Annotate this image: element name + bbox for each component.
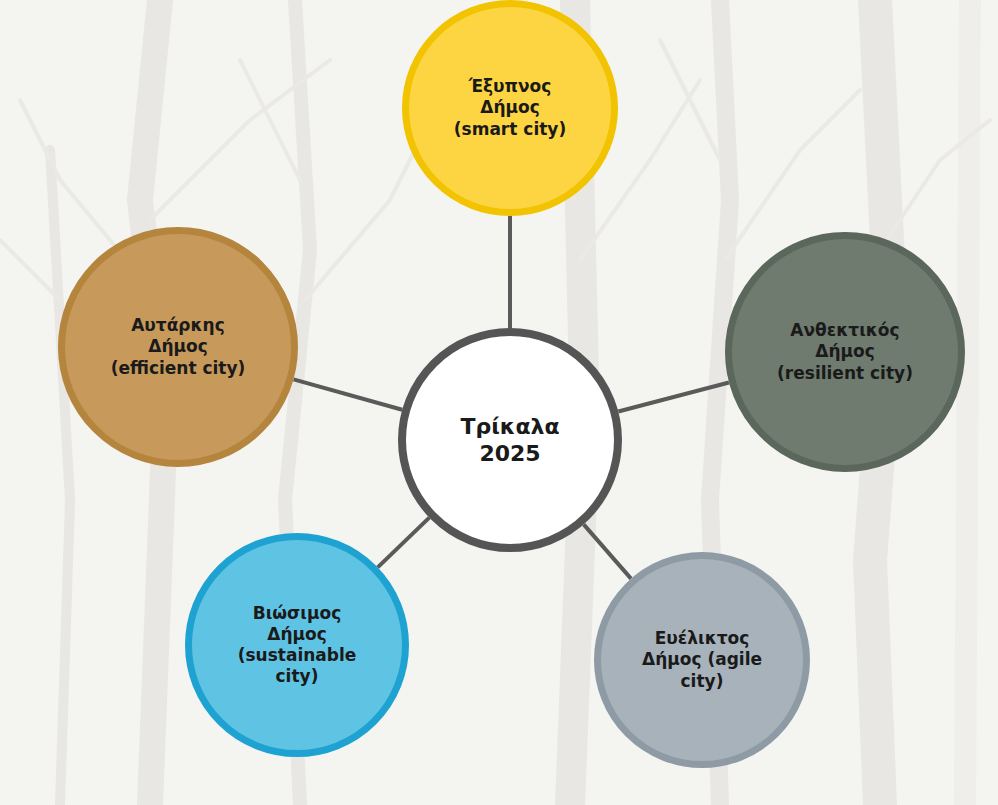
circle-shape [189,537,406,754]
spoke-line [584,524,631,578]
pillar-circle: Έξυπνος Δήμος (smart city) [402,0,618,216]
pillar-label: Έξυπνος Δήμος (smart city) [448,76,573,140]
circle-outline [398,328,622,552]
spoke-line [294,379,403,409]
text-holder: Ευέλικτος Δήμος (agile city) [594,552,810,768]
circle-shape [402,332,618,548]
hub-circle: Τρίκαλα 2025 [398,328,622,552]
circle-shape [729,236,962,469]
text-holder: Ανθεκτικός Δήμος (resilient city) [725,232,965,472]
pillar-label: Βιώσιμος Δήμος (sustainable city) [235,603,360,688]
pillar-label: Ανθεκτικός Δήμος (resilient city) [770,320,920,384]
spoke-line [508,216,512,328]
pillar-circle: Βιώσιμος Δήμος (sustainable city) [185,533,409,757]
spoke-line [378,518,430,568]
text-holder: Βιώσιμος Δήμος (sustainable city) [185,533,409,757]
pillar-label: Αυτάρκης Δήμος (efficient city) [103,315,253,379]
text-holder: Έξυπνος Δήμος (smart city) [402,0,618,216]
text-holder: Τρίκαλα 2025 [398,328,622,552]
circle-shape [406,4,615,213]
text-holder: Αυτάρκης Δήμος (efficient city) [58,227,298,467]
pillar-circle: Αυτάρκης Δήμος (efficient city) [58,227,298,467]
pillar-circle: Ανθεκτικός Δήμος (resilient city) [725,232,965,472]
pillar-circle: Ευέλικτος Δήμος (agile city) [594,552,810,768]
spoke-line [618,382,729,411]
hub-label: Τρίκαλα 2025 [435,413,585,468]
circle-shape [62,231,295,464]
circle-shape [598,556,807,765]
pillar-label: Ευέλικτος Δήμος (agile city) [640,628,765,692]
